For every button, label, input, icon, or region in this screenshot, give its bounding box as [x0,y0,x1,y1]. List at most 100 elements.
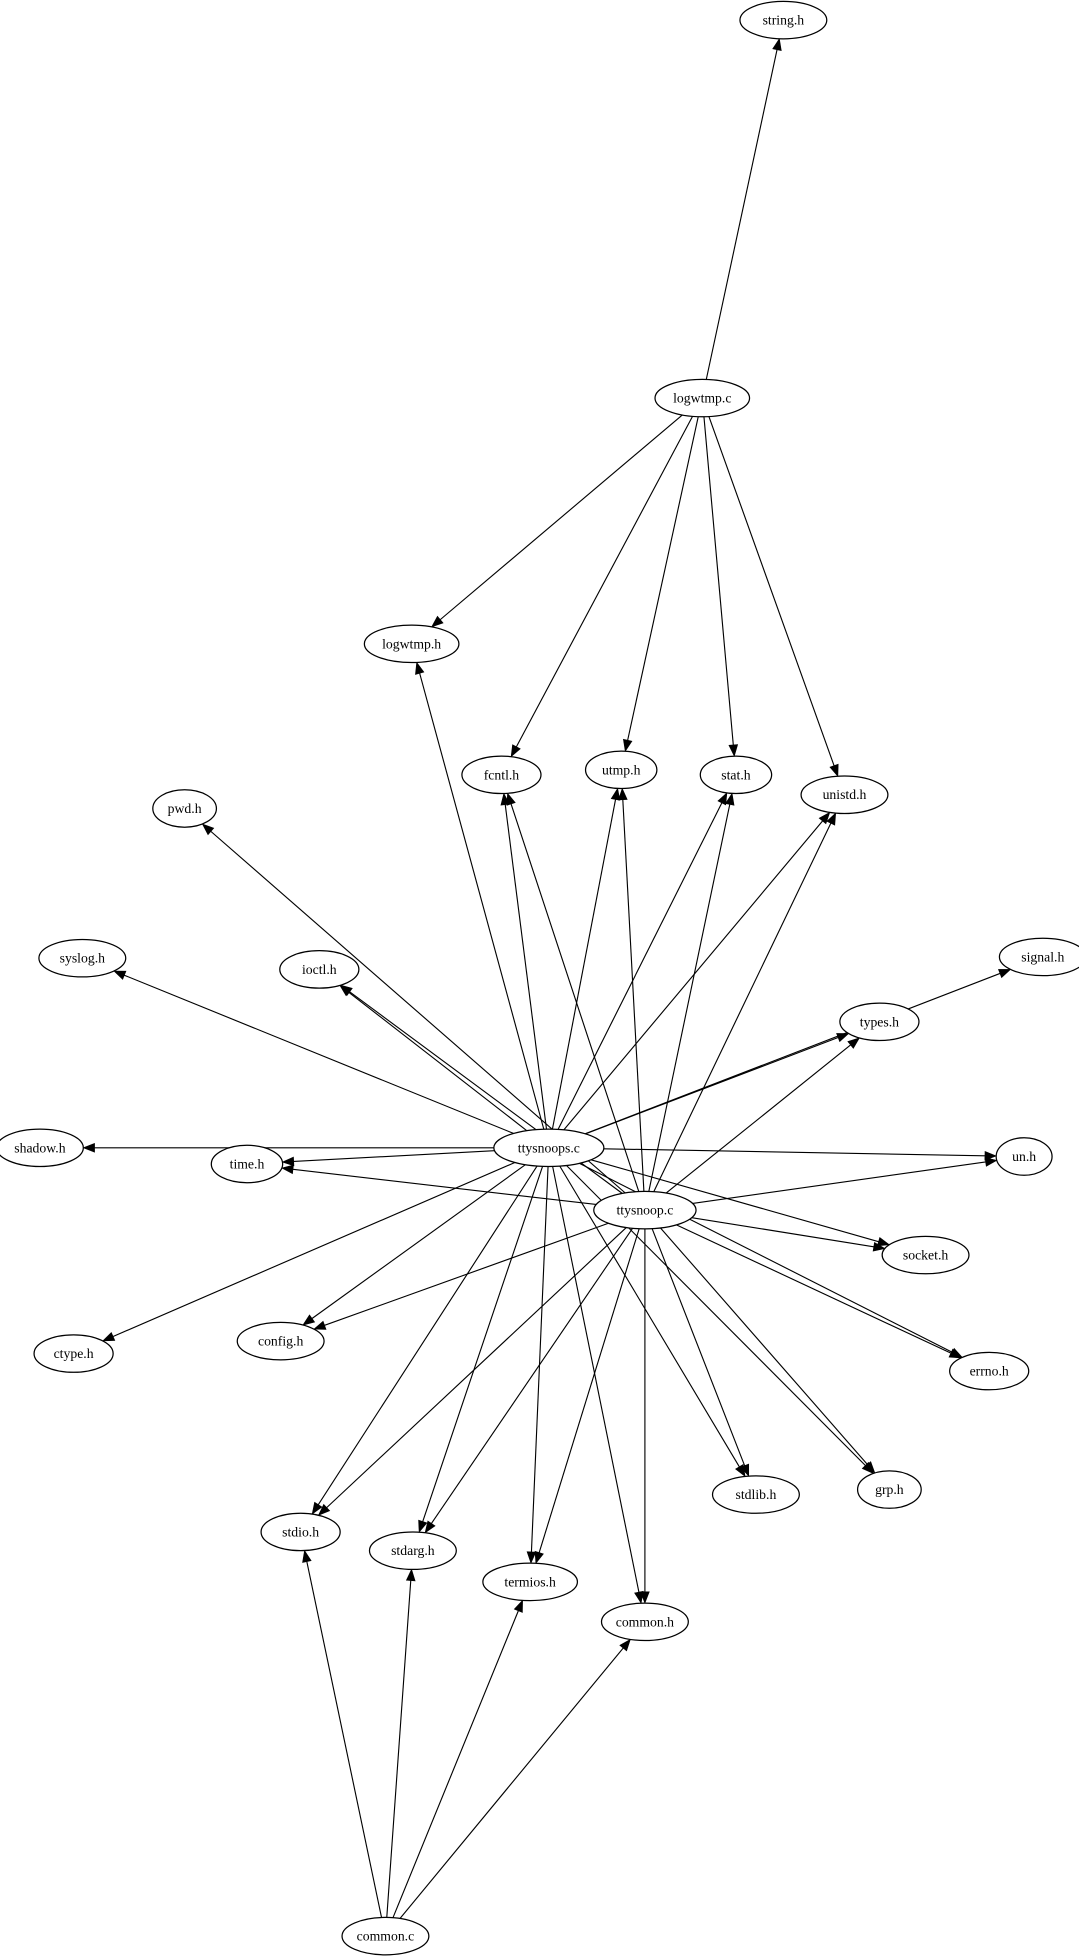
node-ellipse [995,1137,1053,1176]
edge-line [504,804,548,1130]
node-label: socket.h [903,1248,948,1263]
edge-line [551,799,617,1130]
edge-line [124,974,514,1134]
edge-ttysnoops-c-to-config-h [302,1164,526,1326]
edge-line [515,416,694,748]
arrowhead-icon [415,661,425,675]
arrowhead-icon [339,984,353,996]
node-un-h[interactable]: un.h [995,1137,1053,1176]
edge-line [317,1165,538,1505]
node-stdlib-h[interactable]: stdlib.h [711,1475,800,1514]
arrowhead-icon [847,1037,861,1049]
node-errno-h[interactable]: errno.h [949,1351,1030,1391]
arrowhead-icon [863,1461,876,1474]
node-common-h[interactable]: common.h [600,1602,689,1642]
arrowhead-icon [818,811,831,825]
node-ellipse [949,1351,1030,1391]
node-fcntl-h[interactable]: fcntl.h [461,755,542,795]
edge-ttysnoops-c-to-common-h [552,1166,644,1604]
edge-line [559,1165,740,1468]
node-pwd-h[interactable]: pwd.h [152,789,218,828]
node-logwtmp-c[interactable]: logwtmp.c [654,378,751,418]
node-ellipse [998,937,1079,977]
edge-line [708,416,835,766]
node-string-h[interactable]: string.h [739,0,828,40]
edge-line [530,1166,549,1552]
edge-line [538,1228,640,1553]
edge-ttysnoop-c-to-types-h [665,1037,861,1194]
edge-line [563,820,823,1131]
node-ioctl-h[interactable]: ioctl.h [279,950,360,989]
node-grp-h[interactable]: grp.h [856,1470,922,1509]
edge-line [651,1228,746,1466]
edge-ttysnoop-c-to-grp-h [660,1227,876,1474]
node-common-c[interactable]: common.c [341,1916,430,1956]
edge-line [422,1166,544,1522]
edge-ttysnoop-c-to-errno-h [676,1224,962,1359]
edge-line [386,1580,412,1918]
arrowhead-icon [418,1519,428,1533]
node-ttysnoops-c[interactable]: ttysnoops.c [493,1128,605,1168]
node-ellipse [584,750,658,790]
arrowhead-icon [311,1501,323,1515]
arrowhead-icon [948,1348,962,1359]
edge-line [552,1166,640,1593]
node-label: common.h [616,1614,674,1629]
node-config-h[interactable]: config.h [236,1321,325,1361]
node-ellipse [493,1128,605,1168]
edge-line [676,1224,952,1354]
arrowhead-icon [113,970,127,980]
edge-logwtmp-c-to-logwtmp-h [431,414,683,628]
edge-ttysnoop-c-to-config-h [313,1222,609,1330]
edge-line [590,1159,879,1243]
arrowhead-icon [534,1550,544,1565]
node-shadow-h[interactable]: shadow.h [0,1128,84,1168]
node-termios-h[interactable]: termios.h [482,1562,579,1602]
edge-line [627,416,699,741]
node-ellipse [210,1144,284,1184]
node-label: errno.h [970,1364,1009,1379]
node-label: syslog.h [60,951,105,966]
edge-ttysnoops-c-to-signal-h [585,969,1012,1135]
edge-line [439,414,683,621]
node-label: ttysnoop.c [617,1203,674,1218]
edge-common-c-to-common-h [399,1638,631,1919]
arrowhead-icon [619,1638,631,1652]
node-ellipse [152,789,218,828]
edge-line [348,991,528,1132]
node-stdio-h[interactable]: stdio.h [260,1512,341,1552]
edge-line [510,803,640,1192]
node-socket-h[interactable]: socket.h [881,1235,970,1275]
node-stat-h[interactable]: stat.h [699,755,773,795]
node-utmp-h[interactable]: utmp.h [584,750,658,790]
edge-ttysnoops-c-to-unistd-h [563,811,831,1131]
edge-ttysnoops-c-to-termios-h [526,1166,549,1565]
node-ellipse [38,938,127,978]
arrowhead-icon [281,1156,295,1167]
edge-ttysnoop-c-to-stat-h [648,792,735,1192]
node-unistd-h[interactable]: unistd.h [800,775,889,815]
arrowhead-icon [876,1236,891,1247]
edge-logwtmp-c-to-utmp-h [623,416,699,753]
node-types-h[interactable]: types.h [839,1002,920,1042]
arrowhead-icon [201,823,215,836]
node-label: pwd.h [168,801,202,816]
arrowhead-icon [424,1520,436,1534]
arrowhead-icon [82,1142,95,1153]
edge-ttysnoop-c-to-stdlib-h [651,1228,750,1477]
node-signal-h[interactable]: signal.h [998,937,1079,977]
node-syslog-h[interactable]: syslog.h [38,938,127,978]
node-ellipse [881,1235,970,1275]
edge-ttysnoops-c-to-logwtmp-h [415,661,545,1130]
node-label: shadow.h [14,1140,65,1155]
node-ctype-h[interactable]: ctype.h [33,1334,114,1373]
node-time-h[interactable]: time.h [210,1144,284,1184]
node-stdarg-h[interactable]: stdarg.h [368,1531,457,1571]
node-logwtmp-h[interactable]: logwtmp.h [363,624,460,664]
node-ttysnoop-c[interactable]: ttysnoop.c [593,1190,697,1230]
arrowhead-icon [280,1164,294,1175]
node-ellipse [461,755,542,795]
node-ellipse [839,1002,920,1042]
